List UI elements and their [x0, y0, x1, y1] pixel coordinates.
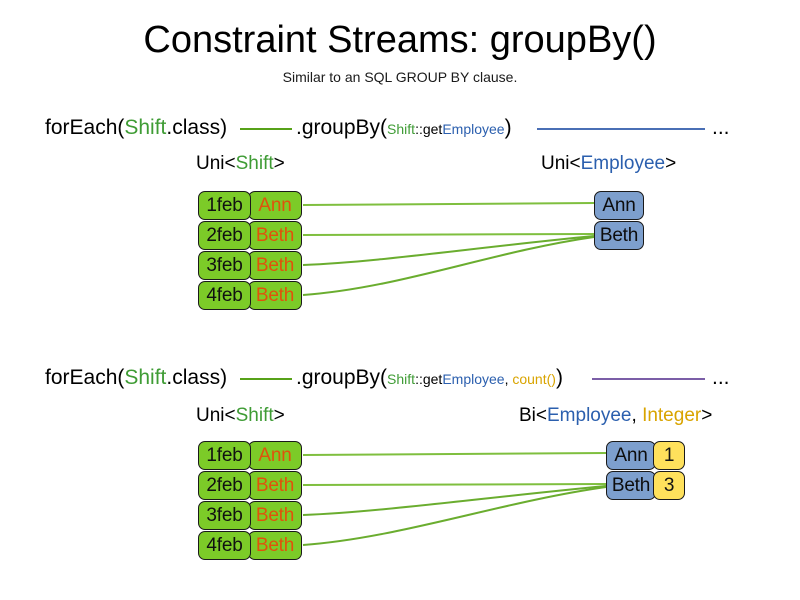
shift-row[interactable]: 3feb Beth — [198, 501, 302, 530]
page-subtitle: Similar to an SQL GROUP BY clause. — [282, 69, 518, 85]
shift-row[interactable]: 1feb Ann — [198, 191, 302, 220]
for-each-keyword: forEach( — [45, 116, 125, 139]
for-each-type: Shift — [124, 366, 167, 389]
result-row[interactable]: Ann 1 — [606, 441, 685, 470]
type-left-prefix-1: Uni< — [196, 153, 236, 174]
for-each-keyword: forEach( — [45, 366, 125, 389]
groupby-tail: ) — [504, 116, 512, 139]
type-label-right-1: Uni<Employee> — [541, 152, 676, 176]
shift-row[interactable]: 3feb Beth — [198, 251, 302, 280]
shift-date: 4feb — [198, 281, 251, 310]
for-each-tail: .class) — [166, 366, 228, 389]
link-shift-to-employee — [302, 233, 595, 236]
shift-date: 1feb — [198, 441, 251, 470]
type-left-type-1: Shift — [235, 153, 274, 174]
type-right-suffix-2: > — [701, 405, 713, 426]
groupby-tail: ) — [555, 366, 563, 389]
link-shift-to-result — [302, 485, 607, 516]
employee-name: Ann — [594, 191, 644, 220]
ellipsis-1: ... — [712, 116, 730, 139]
type-right-prefix-2: Bi< — [519, 405, 547, 426]
page-title: Constraint Streams: groupBy() — [143, 19, 657, 61]
type-right-separator-2: , — [631, 405, 643, 426]
shift-employee: Beth — [248, 471, 302, 500]
shift-employee: Beth — [248, 531, 302, 560]
result-row[interactable]: Beth 3 — [606, 471, 685, 500]
shift-employee: Beth — [248, 251, 302, 280]
employee-row[interactable]: Beth — [594, 221, 644, 250]
type-label-left-1: Uni<Shift> — [196, 152, 285, 176]
shift-date: 3feb — [198, 501, 251, 530]
employee-name: Ann — [606, 441, 656, 470]
code-line-groupby-single: forEach(Shift.class) — [45, 115, 227, 141]
code-groupby-single: .groupBy(Shift::getEmployee) — [296, 115, 512, 141]
rule-groupby-to-ellipsis-2 — [592, 378, 705, 380]
groupby-keyword: .groupBy( — [296, 366, 388, 389]
arg-separator: , — [504, 371, 513, 387]
type-right-suffix-1: > — [665, 153, 677, 174]
shift-employee: Beth — [248, 281, 302, 310]
mapper-type: Shift — [387, 371, 416, 387]
type-left-type-2: Shift — [235, 405, 274, 426]
employee-row[interactable]: Ann — [594, 191, 644, 220]
type-left-suffix-1: > — [273, 153, 285, 174]
link-shift-to-employee — [302, 202, 595, 206]
rule-groupby-to-ellipsis-1 — [537, 128, 705, 130]
mapper-type: Shift — [387, 121, 416, 137]
type-left-suffix-2: > — [273, 405, 285, 426]
shift-row[interactable]: 2feb Beth — [198, 471, 302, 500]
type-right-prefix-1: Uni< — [541, 153, 581, 174]
rule-foreach-to-groupby-1 — [240, 128, 292, 130]
shift-date: 3feb — [198, 251, 251, 280]
groupby-keyword: .groupBy( — [296, 116, 388, 139]
shift-date: 2feb — [198, 221, 251, 250]
link-shift-to-result — [302, 483, 607, 486]
link-shift-to-result — [302, 452, 607, 456]
type-right-type-1: Employee — [580, 153, 666, 174]
mapper-method-plain: ::get — [415, 121, 443, 137]
shift-count: 3 — [653, 471, 685, 500]
link-shift-to-result — [302, 486, 607, 546]
ellipsis-2: ... — [712, 366, 730, 389]
mapper-method-highlight: Employee — [442, 371, 505, 387]
code-line-groupby-count: forEach(Shift.class) — [45, 365, 227, 391]
code-groupby-count: .groupBy(Shift::getEmployee, count()) — [296, 365, 563, 391]
type-label-right-2: Bi<Employee, Integer> — [519, 404, 712, 428]
for-each-tail: .class) — [166, 116, 228, 139]
shift-row[interactable]: 2feb Beth — [198, 221, 302, 250]
shift-employee: Ann — [248, 191, 302, 220]
shift-row[interactable]: 1feb Ann — [198, 441, 302, 470]
shift-row[interactable]: 4feb Beth — [198, 531, 302, 560]
type-label-left-2: Uni<Shift> — [196, 404, 285, 428]
employee-name: Beth — [594, 221, 644, 250]
employee-name: Beth — [606, 471, 656, 500]
type-left-prefix-2: Uni< — [196, 405, 236, 426]
shift-count: 1 — [653, 441, 685, 470]
mapper-method-plain: ::get — [415, 371, 443, 387]
shift-date: 2feb — [198, 471, 251, 500]
link-shift-to-employee — [302, 236, 595, 296]
shift-employee: Ann — [248, 441, 302, 470]
shift-employee: Beth — [248, 501, 302, 530]
type-right-type2-2: Integer — [642, 405, 702, 426]
shift-date: 4feb — [198, 531, 251, 560]
shift-date: 1feb — [198, 191, 251, 220]
mapper-method-highlight: Employee — [442, 121, 505, 137]
type-right-type-2: Employee — [547, 405, 632, 426]
collector-count: count() — [512, 371, 556, 387]
link-shift-to-employee — [302, 235, 595, 266]
shift-row[interactable]: 4feb Beth — [198, 281, 302, 310]
shift-employee: Beth — [248, 221, 302, 250]
rule-foreach-to-groupby-2 — [240, 378, 292, 380]
for-each-type: Shift — [124, 116, 167, 139]
